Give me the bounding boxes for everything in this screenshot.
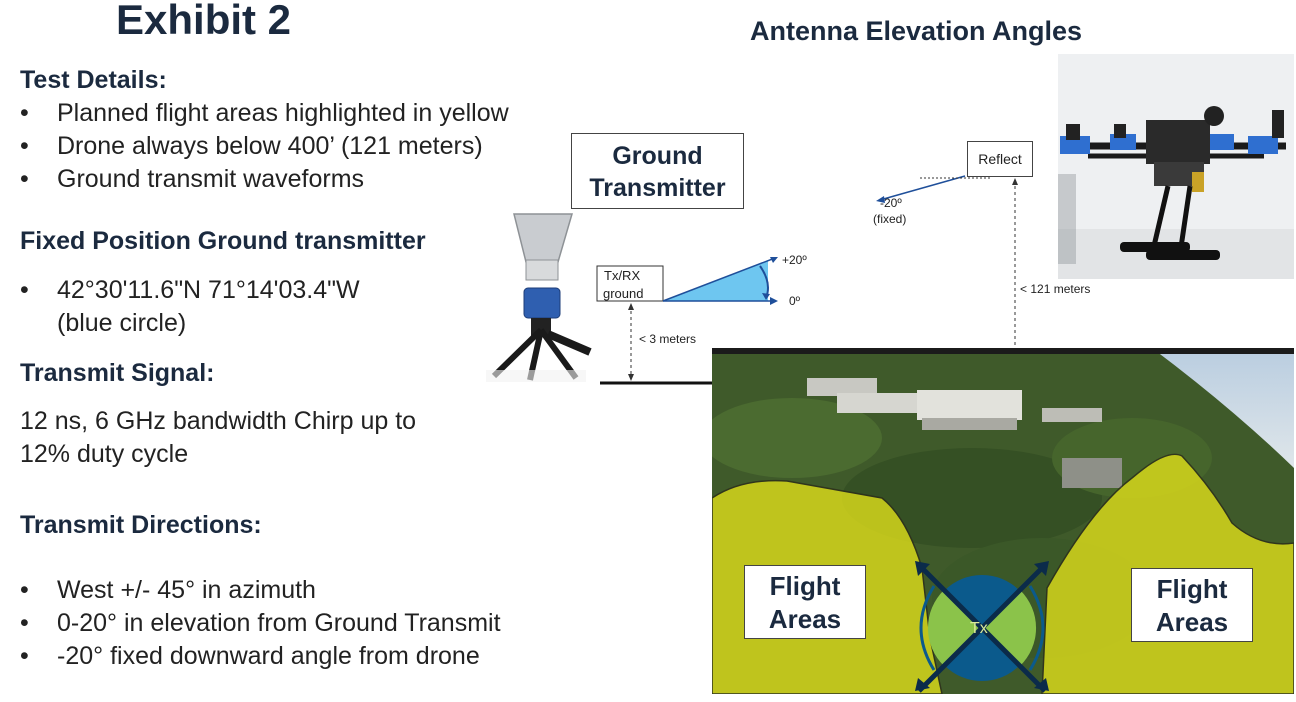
transmit-directions-heading: Transmit Directions: — [20, 511, 262, 539]
flight-right-line2: Areas — [1155, 607, 1229, 637]
list-item: West +/- 45° in azimuth — [20, 574, 501, 607]
list-item: Ground transmit waveforms — [20, 163, 509, 196]
fixed-label: (fixed) — [873, 212, 907, 226]
aerial-map — [712, 348, 1294, 694]
tx-marker — [915, 561, 1049, 693]
tx-label: Tx — [970, 620, 988, 637]
list-item: 42°30'11.6"N 71°14'03.4"W — [20, 274, 360, 307]
flight-right-line1: Flight — [1156, 574, 1228, 604]
height-121m-label: < 121 meters — [1020, 282, 1091, 296]
flight-left-line2: Areas — [768, 604, 842, 634]
list-item: Drone always below 400’ (121 meters) — [20, 130, 509, 163]
list-item: 0-20° in elevation from Ground Transmit — [20, 607, 501, 640]
ground-transmitter-line2: Transmitter — [589, 174, 726, 202]
txrx-box — [596, 265, 664, 302]
ground-transmitter-label: Ground Transmitter — [571, 133, 744, 209]
transmit-directions-list: West +/- 45° in azimuth 0-20° in elevati… — [20, 574, 501, 673]
test-details-list: Planned flight areas highlighted in yell… — [20, 97, 509, 196]
flight-areas-right-label: Flight Areas — [1131, 568, 1253, 642]
fixed-position-list: 42°30'11.6"N 71°14'03.4"W — [20, 274, 360, 307]
diagram-title: Antenna Elevation Angles — [750, 16, 1083, 46]
transmit-signal-heading: Transmit Signal: — [20, 359, 215, 387]
reflect-label: Reflect — [967, 141, 1033, 177]
list-item: Planned flight areas highlighted in yell… — [20, 97, 509, 130]
fixed-position-note: (blue circle) — [57, 309, 187, 337]
minus20-label: -20º — [880, 196, 902, 210]
ground-transmitter-line1: Ground — [612, 142, 703, 170]
flight-left-line1: Flight — [769, 571, 841, 601]
fixed-position-heading: Fixed Position Ground transmitter — [20, 227, 426, 255]
txrx-label-line2: ground — [603, 286, 644, 301]
angle-plus20-label: +20º — [782, 253, 807, 267]
flight-areas-left-label: Flight Areas — [744, 565, 866, 639]
test-details-heading: Test Details: — [20, 66, 167, 94]
angle-0-label: 0º — [789, 294, 801, 308]
transmit-signal-line1: 12 ns, 6 GHz bandwidth Chirp up to — [20, 407, 417, 435]
height-3m-label: < 3 meters — [639, 332, 697, 346]
horn-antenna-image — [486, 213, 592, 382]
page-title: Exhibit 2 — [116, 0, 292, 43]
transmit-signal-line2: 12% duty cycle — [20, 440, 189, 468]
drone-image — [1058, 54, 1294, 279]
list-item: -20° fixed downward angle from drone — [20, 640, 501, 673]
elevation-diagram — [596, 175, 1018, 385]
txrx-label-line1: Tx/RX — [604, 268, 641, 283]
